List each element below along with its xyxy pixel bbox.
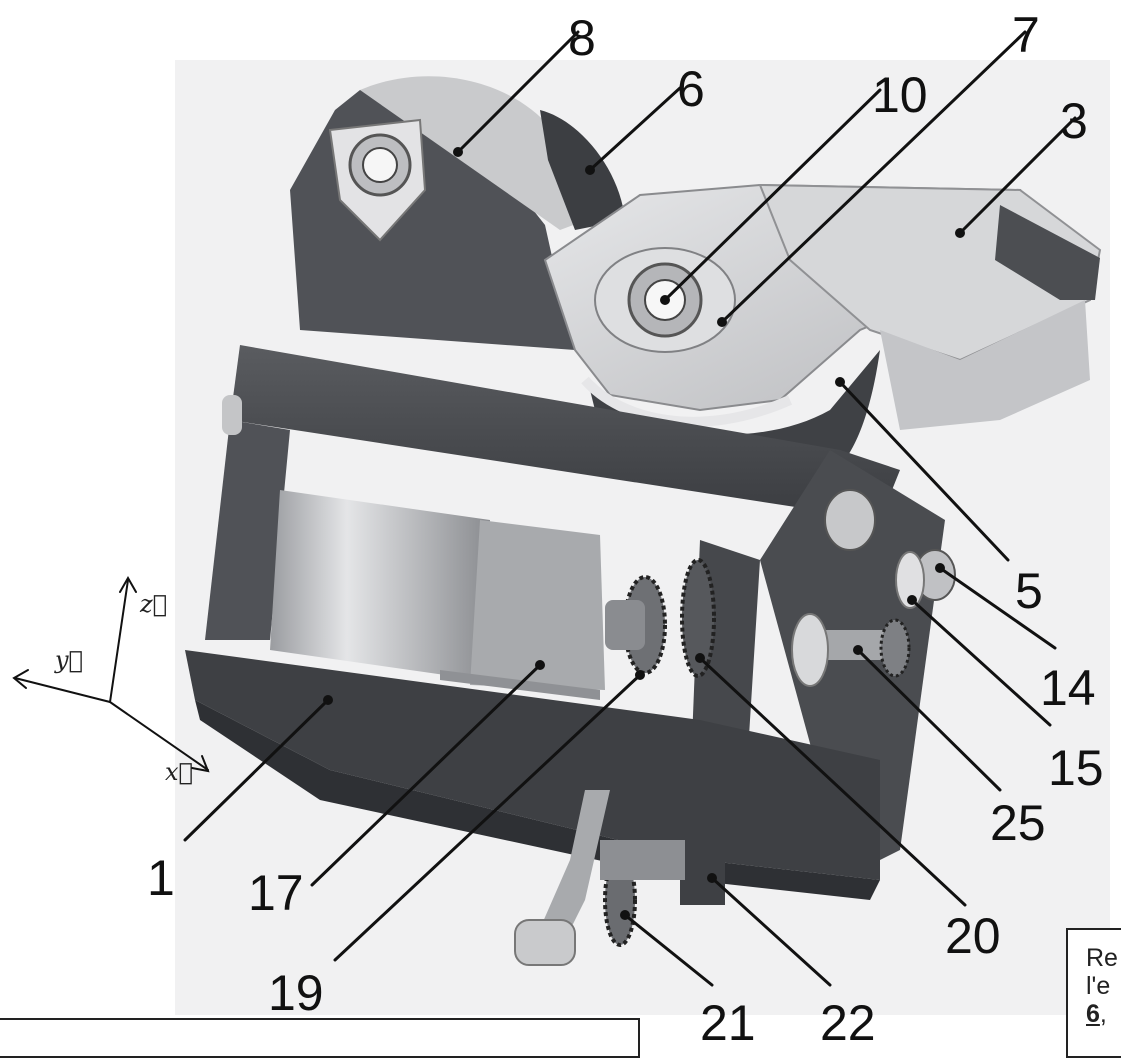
label-22: 22	[820, 995, 876, 1048]
caption-line-2: l'e	[1086, 972, 1111, 1000]
motor-17-gearbox	[470, 520, 605, 690]
label-21: 21	[700, 995, 756, 1048]
label-5: 5	[1015, 563, 1043, 619]
caption-line-3: 6,	[1086, 1000, 1121, 1028]
axis-x-label: x⃗	[165, 758, 193, 786]
dark-disk-shadow	[540, 110, 625, 230]
frame-bottom-face	[195, 700, 880, 900]
axis-z-label: z⃗	[139, 590, 167, 618]
lower-block-22	[680, 835, 725, 905]
disk-6	[360, 76, 600, 230]
bearing-8-hole	[362, 147, 398, 183]
frame-top-beam	[230, 345, 900, 520]
boss-upper	[824, 489, 876, 551]
coordinate-axes: z⃗ y⃗ x⃗	[12, 575, 210, 786]
lever-3-underside	[880, 300, 1090, 430]
gear-hub	[605, 600, 645, 650]
label-17: 17	[248, 865, 304, 921]
caption-line-1: Re	[1086, 944, 1118, 972]
leader-dots	[323, 147, 965, 920]
bottom-text-box	[0, 1018, 640, 1058]
boss-15	[895, 551, 925, 609]
frame-bottom-beam	[185, 650, 880, 880]
caption-line-3-rest: ,	[1099, 1000, 1107, 1028]
label-8: 8	[568, 10, 596, 66]
frame-left-post	[205, 420, 290, 640]
leader-lines	[183, 30, 1077, 987]
left-shaft-stub	[222, 395, 242, 435]
label-25: 25	[990, 795, 1046, 851]
motor-17-body	[270, 490, 490, 680]
label-7: 7	[1012, 7, 1040, 63]
gear-21-bracket	[600, 840, 685, 880]
lever-3-tip	[995, 205, 1100, 300]
caption-box: Re l'e 6,	[1066, 928, 1121, 1058]
mechanism-body	[185, 76, 1102, 966]
gear-25	[879, 618, 911, 678]
axis-y-label: y⃗	[54, 646, 83, 674]
flange-25	[791, 613, 829, 687]
lower-arm	[535, 790, 610, 950]
label-3: 3	[1060, 93, 1088, 149]
label-19: 19	[268, 965, 324, 1021]
label-20: 20	[945, 908, 1001, 964]
caption-ref-6: 6	[1086, 1000, 1100, 1028]
label-15: 15	[1048, 740, 1104, 796]
label-14: 14	[1040, 660, 1096, 716]
lower-cylinder	[514, 919, 576, 966]
label-6: 6	[677, 61, 705, 117]
gear-20	[680, 558, 716, 678]
label-10: 10	[872, 67, 928, 123]
label-1: 1	[147, 850, 175, 906]
